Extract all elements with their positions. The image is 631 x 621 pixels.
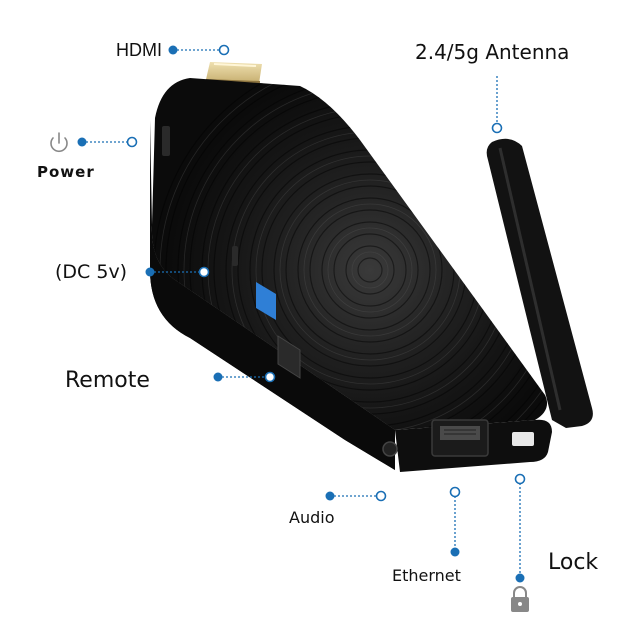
lock-slot — [512, 432, 534, 446]
antenna-label: 2.4/5g Antenna — [415, 40, 570, 64]
ethernet-label: Ethernet — [392, 566, 461, 585]
remote-label: Remote — [65, 368, 150, 393]
power-label: Power — [37, 163, 95, 181]
dc-label: (DC 5v) — [55, 261, 128, 283]
power-button — [162, 126, 170, 156]
usb-port — [277, 335, 301, 379]
lock-label: Lock — [548, 550, 599, 575]
dc-port — [232, 246, 238, 266]
audio-label: Audio — [289, 508, 335, 527]
power-icon — [50, 132, 68, 153]
padlock-icon — [511, 586, 529, 612]
callout-dots — [77, 45, 525, 583]
audio-jack — [382, 441, 398, 457]
usb-port-blue — [256, 282, 276, 320]
side-ports — [162, 126, 301, 379]
callout-rings — [126, 44, 526, 502]
callout-lines — [82, 49, 521, 578]
hdmi-label: HDMI — [116, 40, 162, 60]
antenna — [486, 138, 593, 429]
front-ports — [382, 419, 534, 457]
